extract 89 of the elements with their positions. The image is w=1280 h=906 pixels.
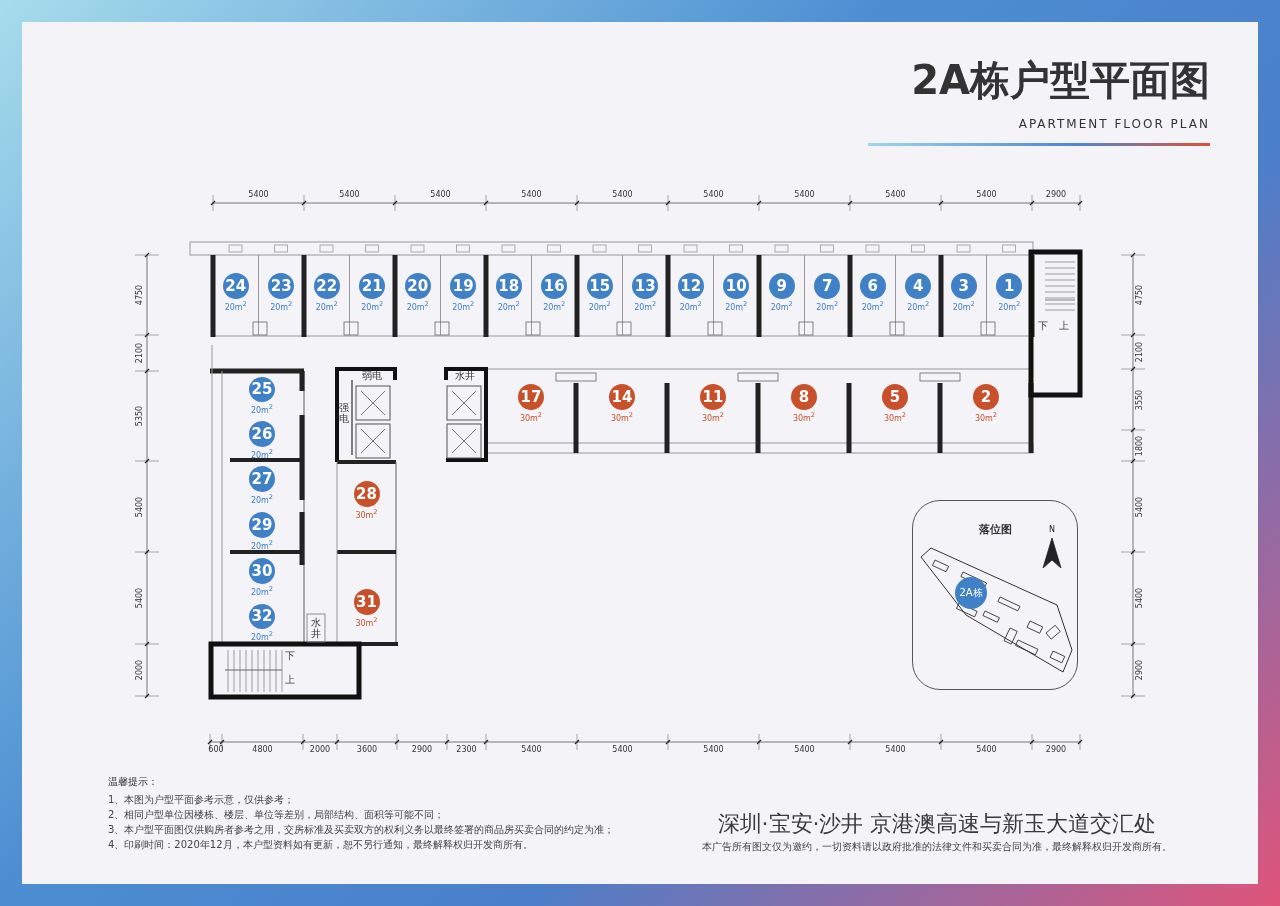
area-label: 20m$^{2}$: [250, 540, 274, 551]
dimension-label: 5400: [612, 746, 633, 754]
dimension-label: 5400: [976, 191, 997, 199]
panel-heading: 落位图: [978, 524, 1012, 535]
dimension-label: 5400: [521, 191, 542, 199]
note-text: 2、相同户型单位因楼栋、楼层、单位等差别，局部结构、面积等可能不同；: [108, 810, 445, 820]
disclaimer-text: 本广告所有图文仅为邀约，一切资料请以政府批准的法律文件和买卖合同为准，最终解释权归开发商所有。: [702, 842, 1172, 852]
dimension-label: 2100: [136, 342, 144, 364]
area-label: 20m$^{2}$: [250, 631, 274, 642]
area-label: 20m$^{2}$: [725, 301, 748, 312]
area-label: 20m$^{2}$: [224, 301, 247, 312]
dimension-label: 2000: [136, 659, 144, 681]
area-label: 20m$^{2}$: [588, 301, 611, 312]
dimension-label: 5400: [703, 746, 724, 754]
dimension-label: 3600: [356, 746, 378, 754]
area-label: 20m$^{2}$: [452, 301, 475, 312]
area-label: 20m$^{2}$: [679, 301, 702, 312]
dimension-label: 5400: [612, 191, 633, 199]
dimension-label: 5400: [1136, 587, 1144, 609]
subtitle: APARTMENT FLOOR PLAN: [1018, 118, 1210, 130]
dimension-label: 2900: [1136, 659, 1144, 681]
area-label: 20m$^{2}$: [250, 449, 274, 460]
note-text: 1、本图为户型平面参考示意，仅供参考；: [108, 795, 295, 805]
area-label: 20m$^{2}$: [270, 301, 293, 312]
north-label: N: [1049, 526, 1055, 534]
dimension-label: 2900: [1045, 746, 1067, 754]
stair-label: 下: [285, 651, 295, 661]
area-label: 20m$^{2}$: [952, 301, 975, 312]
dimension-label: 5350: [136, 405, 144, 427]
dimension-label: 4750: [1136, 284, 1144, 306]
dimension-label: 5400: [430, 191, 451, 199]
area-label: 20m$^{2}$: [250, 494, 274, 505]
area-label: 20m$^{2}$: [861, 301, 884, 312]
dimension-label: 5400: [794, 191, 815, 199]
stair-label: 下: [1038, 321, 1048, 331]
dimension-label: 5400: [136, 587, 144, 609]
area-label: 20m$^{2}$: [634, 301, 657, 312]
area-label: 30m$^{2}$: [355, 617, 378, 628]
area-label: 30m$^{2}$: [610, 412, 634, 423]
room-label: 弱电: [362, 371, 382, 381]
dimension-label: 5400: [703, 191, 724, 199]
dimension-label: 4800: [252, 746, 273, 754]
area-label: 20m$^{2}$: [361, 301, 384, 312]
area-label: 20m$^{2}$: [250, 586, 274, 597]
area-label: 30m$^{2}$: [792, 412, 816, 423]
note-text: 4、印刷时间：2020年12月，本户型资料如有更新，恕不另行通知，最终解释权归开发商所有。: [108, 840, 533, 850]
dimension-label: 2000: [309, 746, 331, 754]
note-text: 3、本户型平面图仅供购房者参考之用，交房标准及买卖双方的权利义务以最终签署的商品房买卖合同的约定为准；: [108, 825, 615, 835]
stair-label: 上: [1059, 321, 1069, 331]
dimension-label: 2300: [456, 746, 477, 754]
room-label: 水井: [455, 371, 475, 381]
room-label: 水井: [310, 617, 322, 639]
area-label: 20m$^{2}$: [497, 301, 520, 312]
dimension-label: 2100: [1136, 341, 1144, 363]
dimension-label: 4750: [136, 284, 144, 306]
dimension-label: 5400: [1136, 496, 1144, 517]
dimension-label: 2900: [411, 746, 433, 754]
dimension-label: 1800: [1136, 435, 1144, 456]
area-label: 20m$^{2}$: [770, 301, 793, 312]
dimension-label: 5400: [794, 746, 815, 754]
address-text: 深圳·宝安·沙井 京港澳高速与新玉大道交汇处: [717, 813, 1157, 835]
area-label: 30m$^{2}$: [701, 412, 725, 423]
room-label: 强电: [338, 402, 350, 424]
area-label: 20m$^{2}$: [406, 301, 429, 312]
area-label: 20m$^{2}$: [816, 301, 839, 312]
dimension-label: 5400: [885, 746, 906, 754]
area-label: 20m$^{2}$: [998, 301, 1021, 312]
area-label: 20m$^{2}$: [907, 301, 930, 312]
marker-label: 2A栋: [959, 588, 983, 598]
site-plan-panel: [912, 500, 1078, 690]
notes-heading: 温馨提示：: [108, 777, 158, 787]
dimension-label: 3550: [1136, 389, 1144, 410]
dimension-label: 5400: [976, 746, 997, 754]
dimension-label: 2900: [1045, 191, 1067, 199]
dimension-label: 5400: [885, 191, 906, 199]
area-label: 30m$^{2}$: [519, 412, 543, 423]
page-title: 2A栋户型平面图: [911, 60, 1210, 100]
stair-label: 上: [285, 675, 295, 685]
dimension-label: 5400: [136, 496, 144, 517]
dimension-label: 5400: [248, 191, 269, 199]
area-label: 20m$^{2}$: [250, 404, 274, 415]
dimension-label: 600: [208, 746, 224, 754]
area-label: 30m$^{2}$: [883, 412, 907, 423]
area-label: 30m$^{2}$: [974, 412, 998, 423]
dimension-label: 5400: [339, 191, 360, 199]
dimension-label: 5400: [521, 746, 542, 754]
area-label: 30m$^{2}$: [355, 509, 378, 520]
area-label: 20m$^{2}$: [543, 301, 566, 312]
area-label: 20m$^{2}$: [315, 301, 338, 312]
